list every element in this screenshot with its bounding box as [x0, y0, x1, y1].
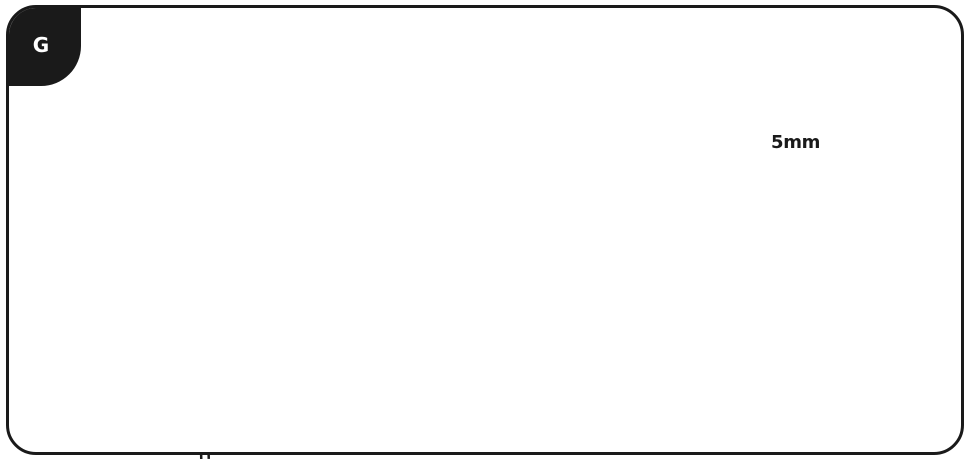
panel-border: G: [6, 5, 964, 455]
step-badge: G: [9, 8, 81, 86]
drill-bit-size-label: 5mm: [771, 132, 821, 153]
